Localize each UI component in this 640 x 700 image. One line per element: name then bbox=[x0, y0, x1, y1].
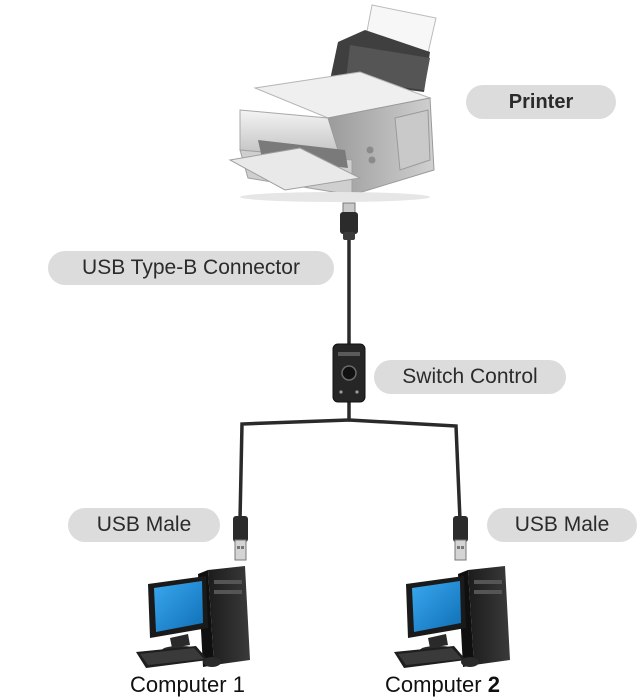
usb-cable bbox=[238, 228, 462, 522]
desktop-computer-2-icon bbox=[394, 566, 510, 668]
usb-type-b-label: USB Type-B Connector bbox=[48, 251, 334, 285]
usb-male-connector-right-icon bbox=[453, 516, 468, 561]
usb-type-b-connector-icon bbox=[340, 202, 358, 240]
computer-2-caption-prefix: Computer bbox=[385, 672, 488, 697]
usb-male-left-label: USB Male bbox=[68, 508, 220, 542]
usb-switch-box-icon bbox=[332, 343, 366, 403]
usb-male-connector-left-icon bbox=[233, 516, 248, 561]
computer-2-caption: Computer 2 bbox=[385, 672, 500, 698]
printer-label: Printer bbox=[466, 85, 616, 119]
usb-male-right-label: USB Male bbox=[487, 508, 637, 542]
computer-1-caption: Computer 1 bbox=[130, 672, 245, 697]
printer-icon bbox=[228, 4, 437, 202]
switch-control-label: Switch Control bbox=[374, 360, 566, 394]
computer-2-caption-number: 2 bbox=[487, 672, 500, 697]
desktop-computer-1-icon bbox=[136, 566, 250, 668]
